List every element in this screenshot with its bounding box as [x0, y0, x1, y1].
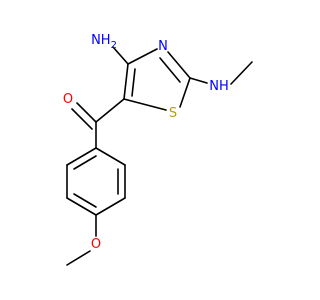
bond-c4-n3 — [127, 48, 158, 65]
bond-n3-c2 — [167, 51, 191, 79]
bond-benz-1-2 — [95, 147, 126, 166]
bond-n3-c2-double — [159, 57, 181, 83]
bond-carbonyl-o-double — [71, 108, 93, 130]
bond-carbonyl-o — [76, 102, 97, 123]
bonds — [66, 46, 253, 266]
bond-c5-c4 — [123, 63, 129, 100]
ring-nitrogen-label: N — [158, 39, 168, 54]
molecule-structure-diagram: NH2 N NH S O O — [63, 33, 253, 266]
bond-benz-4-5 — [66, 197, 97, 216]
amino-nh2-label: NH2 — [91, 33, 117, 51]
bond-benz-6-1 — [66, 147, 97, 166]
sulfur-label: S — [169, 106, 177, 121]
bond-c2-nh — [189, 77, 208, 84]
bond-c4-nh2 — [112, 46, 129, 65]
amino-subscript-2: 2 — [111, 40, 117, 51]
amino-n-letter: NH — [91, 33, 111, 48]
methylamino-nh-label: NH — [209, 79, 229, 94]
bond-benz-6-1-inner — [73, 155, 97, 170]
bond-c5-carbonyl — [95, 98, 125, 123]
carbonyl-oxygen-label: O — [63, 92, 73, 107]
bond-s1-c5 — [123, 98, 167, 111]
atom-labels: NH2 N NH S O O — [63, 33, 229, 252]
bond-nh-ch3 — [230, 61, 253, 85]
bond-benz-4-5-inner — [73, 193, 97, 208]
bond-c2-s1 — [179, 77, 191, 108]
bond-c5-c4-double — [131, 68, 136, 97]
bond-omethoxy-ch3 — [66, 250, 91, 266]
bond-benz-3-4 — [95, 197, 126, 216]
methoxy-oxygen-label: O — [91, 237, 101, 252]
